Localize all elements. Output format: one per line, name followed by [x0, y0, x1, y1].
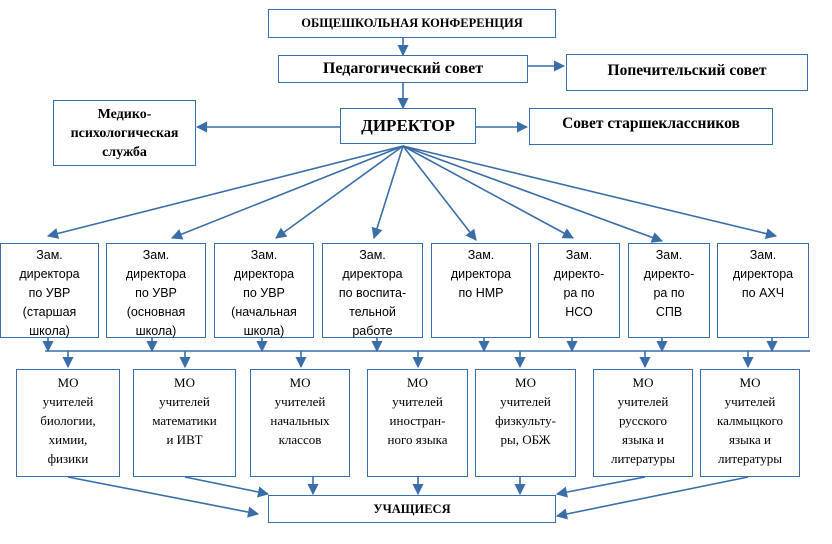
arrow-to-deputy-8: [402, 145, 778, 240]
senior-council-label: Совет старшеклассников: [562, 115, 740, 132]
trustee-council-box: Попечительский совет: [566, 54, 808, 91]
mo-box-biology: МО учителей биологии, химии, физики: [16, 369, 120, 477]
mo-box-math: МО учителей математики и ИВТ: [133, 369, 236, 477]
deputy-box-uvr-primary: Зам. директора по УВР (начальная школа): [214, 243, 314, 338]
arrow-to-deputy-2: [170, 145, 404, 240]
mo-box-primary: МО учителей начальных классов: [250, 369, 350, 477]
deputy-label: Зам. директора по АХЧ: [732, 248, 794, 300]
senior-council-box: Совет старшеклассников: [529, 108, 773, 145]
conference-box: ОБЩЕШКОЛЬНАЯ КОНФЕРЕНЦИЯ: [268, 9, 556, 38]
mo-label: МО учителей начальных классов: [270, 375, 330, 447]
deputy-label: Зам. директо- ра по СПВ: [643, 248, 695, 319]
arrow-to-deputy-7: [402, 145, 664, 243]
medpsy-label: Медико- психологическая служба: [70, 106, 179, 160]
director-label: ДИРЕКТОР: [361, 116, 455, 135]
mo-label: МО учителей иностран- ного языка: [387, 375, 448, 447]
mo-box-foreign: МО учителей иностран- ного языка: [367, 369, 468, 477]
deputy-label: Зам. директо- ра по НСО: [553, 248, 605, 319]
mo-label: МО учителей физкульту- ры, ОБЖ: [495, 375, 556, 447]
arrow-mo-1-to-students: [67, 476, 260, 518]
deputy-label: Зам. директора по воспита- тельной работ…: [338, 248, 407, 338]
deputy-box-ahch: Зам. директора по АХЧ: [717, 243, 809, 338]
ped-council-box: Педагогический совет: [278, 55, 528, 83]
arrow-to-deputy-5: [402, 145, 477, 241]
mo-label: МО учителей русского языка и литературы: [610, 375, 676, 466]
arrow-mo-7-to-students: [555, 476, 749, 520]
ped-council-label: Педагогический совет: [322, 60, 484, 77]
conference-label: ОБЩЕШКОЛЬНАЯ КОНФЕРЕНЦИЯ: [301, 16, 523, 30]
deputy-box-spv: Зам. директо- ра по СПВ: [628, 243, 710, 338]
students-label: УЧАЩИЕСЯ: [373, 501, 451, 516]
arrow-to-deputy-4: [371, 145, 404, 240]
deputy-label: Зам. директора по НМР: [450, 248, 512, 300]
deputy-label: Зам. директора по УВР (начальная школа): [231, 248, 297, 338]
trustee-council-label: Попечительский совет: [607, 62, 767, 79]
deputy-box-uvr-main: Зам. директора по УВР (основная школа): [106, 243, 206, 338]
arrow-to-deputy-3: [275, 145, 404, 239]
mo-box-russian: МО учителей русского языка и литературы: [593, 369, 693, 477]
mo-label: МО учителей математики и ИВТ: [152, 375, 217, 447]
arrow-mo-6-to-students: [555, 476, 646, 498]
mo-label: МО учителей калмыцкого языка и литератур…: [716, 375, 784, 466]
arrow-to-deputy-1: [46, 145, 404, 239]
medpsy-box: Медико- психологическая служба: [53, 100, 196, 166]
mo-label: МО учителей биологии, химии, физики: [40, 375, 96, 466]
deputy-box-nmr: Зам. директора по НМР: [431, 243, 531, 338]
deputy-label: Зам. директора по УВР (старшая школа): [19, 248, 80, 338]
deputy-box-nso: Зам. директо- ра по НСО: [538, 243, 620, 338]
arrow-mo-2-to-students: [184, 476, 270, 498]
deputy-box-upbringing: Зам. директора по воспита- тельной работ…: [322, 243, 423, 338]
deputy-label: Зам. директора по УВР (основная школа): [125, 248, 187, 338]
arrow-to-deputy-6: [402, 145, 574, 239]
mo-box-kalmyk: МО учителей калмыцкого языка и литератур…: [700, 369, 800, 477]
director-box: ДИРЕКТОР: [340, 108, 476, 144]
students-box: УЧАЩИЕСЯ: [268, 495, 556, 523]
mo-box-pe: МО учителей физкульту- ры, ОБЖ: [475, 369, 576, 477]
deputy-box-uvr-senior: Зам. директора по УВР (старшая школа): [0, 243, 99, 338]
